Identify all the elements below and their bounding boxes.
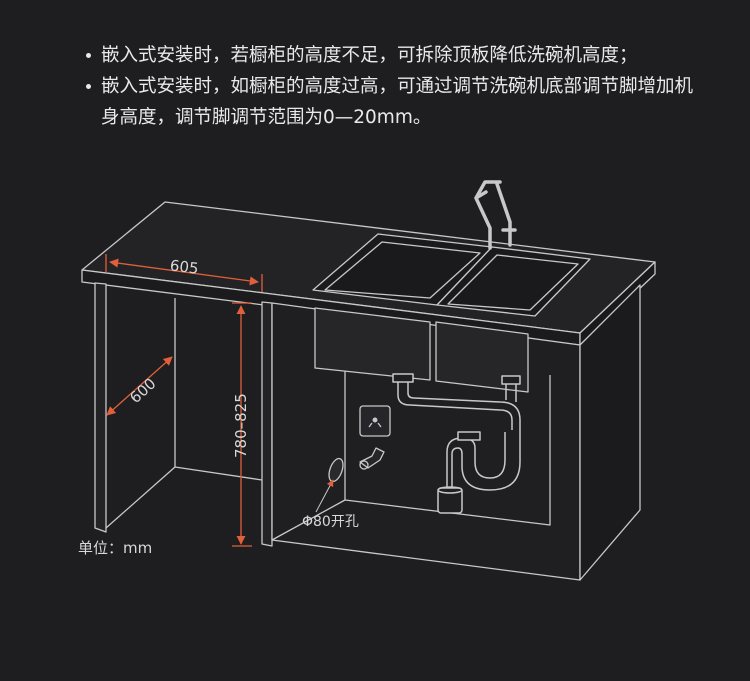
- width-label: 605: [169, 256, 200, 277]
- sink-bowl-left-inner: [324, 241, 481, 299]
- sink-cabinet-right: [579, 284, 641, 581]
- divider-panel: [261, 301, 273, 547]
- drain-pipe: [392, 373, 521, 514]
- sink-basin-right-body: [435, 321, 529, 393]
- faucet: [474, 180, 517, 250]
- depth-label: 600: [126, 374, 159, 407]
- power-socket: [359, 405, 391, 437]
- sink-cabinet-floor: [271, 499, 346, 541]
- note-item: 嵌入式安装时，若橱柜的高度不足，可拆除顶板降低洗碗机高度；: [86, 40, 706, 71]
- dimension-depth-line: [106, 356, 173, 416]
- note-item: 嵌入式安装时，如橱柜的高度过高，可通过调节洗碗机底部调节脚增加机身高度，调节脚调…: [86, 71, 706, 133]
- bullet-icon: [86, 84, 91, 89]
- note-text-2: 嵌入式安装时，如橱柜的高度过高，可通过调节洗碗机底部调节脚增加机身高度，调节脚调…: [101, 76, 694, 128]
- hole-label: Φ80开孔: [302, 514, 359, 530]
- sink-bowl-right-inner: [447, 254, 579, 311]
- hole-pointer: [315, 479, 334, 513]
- water-valve: [359, 447, 385, 470]
- unit-label: 单位：mm: [78, 539, 152, 557]
- dimension-width-line: [109, 258, 259, 286]
- installation-notes: 嵌入式安装时，若橱柜的高度不足，可拆除顶板降低洗碗机高度； 嵌入式安装时，如橱柜…: [86, 40, 706, 133]
- height-label: 780–825: [232, 393, 250, 458]
- sink-basin-left-body: [314, 307, 431, 381]
- countertop-right-edge: [579, 261, 656, 346]
- note-text-1: 嵌入式安装时，若橱柜的高度不足，可拆除顶板降低洗碗机高度；: [101, 45, 638, 66]
- sink-bowl-right-rim: [436, 246, 591, 317]
- left-side-panel: [94, 282, 107, 533]
- bullet-icon: [86, 53, 91, 58]
- left-bottom-edge: [105, 466, 176, 529]
